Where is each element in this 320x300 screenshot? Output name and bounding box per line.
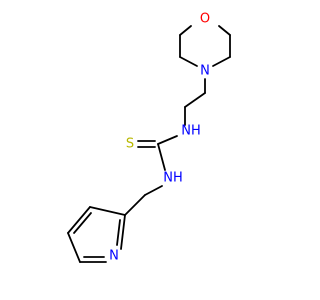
- bond: [144, 185, 163, 196]
- oxygen-atom-label: O: [200, 12, 210, 27]
- morpholine-nitrogen-label: N: [200, 64, 210, 79]
- bond: [179, 25, 192, 36]
- pyridine-ring: [67, 206, 126, 263]
- molecule-canvas: O N NH S NH N: [67, 12, 231, 264]
- bond: [212, 56, 231, 67]
- ethyl-linker-upper: [184, 78, 206, 126]
- double-bond: [73, 212, 92, 234]
- bond: [124, 194, 146, 216]
- pyridine-nitrogen-label: N: [109, 249, 119, 264]
- bond: [179, 56, 198, 67]
- bond: [120, 214, 126, 250]
- thiourea-nh-upper-label: NH: [181, 124, 201, 139]
- double-bond: [116, 219, 121, 246]
- thiourea-core: [137, 135, 178, 171]
- morpholine-ring: [179, 25, 231, 67]
- bond: [157, 143, 166, 171]
- bond: [184, 92, 206, 108]
- bond: [67, 206, 91, 234]
- structure-drawing: O N NH S NH N: [67, 12, 231, 264]
- bond: [218, 25, 231, 36]
- bond: [157, 135, 178, 145]
- ethyl-linker-lower: [124, 185, 163, 216]
- bond: [89, 206, 126, 216]
- thiourea-nh-lower-label: NH: [163, 171, 183, 186]
- sulfur-atom-label: S: [126, 137, 134, 152]
- bond: [67, 232, 81, 263]
